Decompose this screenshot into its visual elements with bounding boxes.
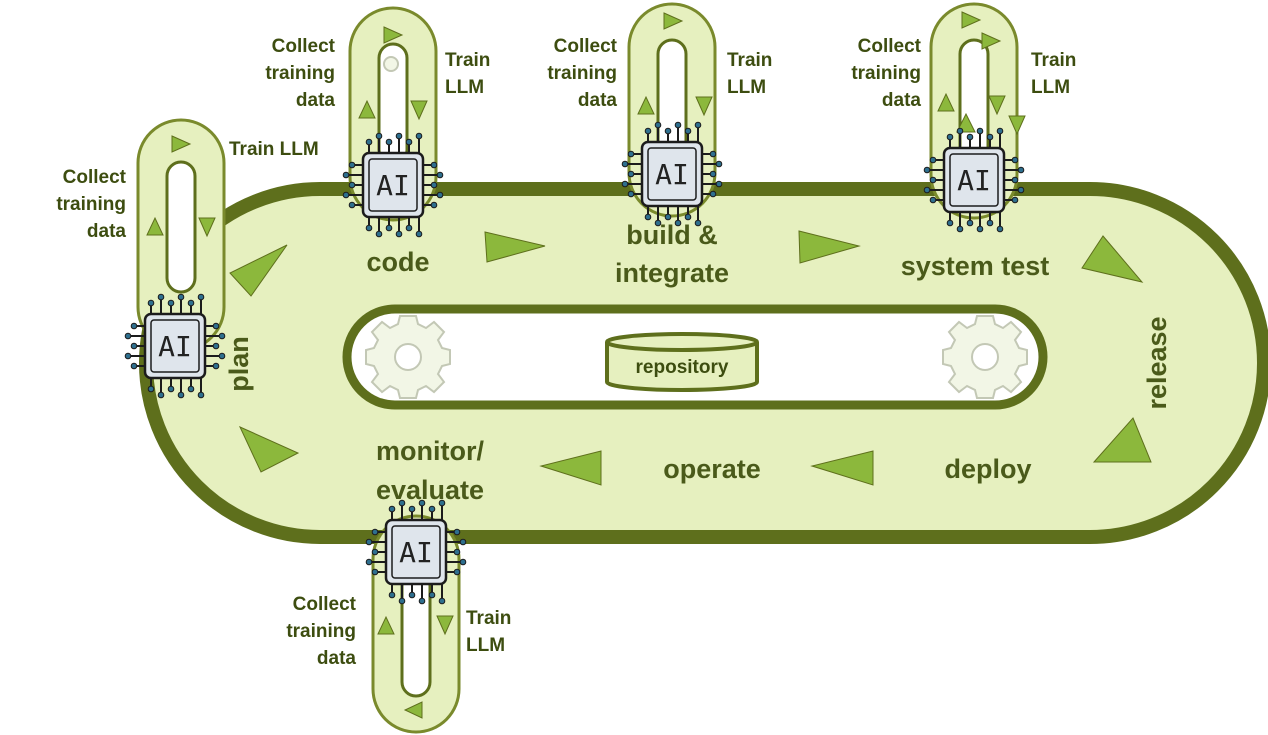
train-label-line1: Train — [727, 50, 772, 71]
collect-label-line1: Collect — [272, 36, 336, 57]
arrow-icon — [988, 95, 1006, 116]
train-label-line1: Train — [445, 50, 490, 71]
right-gear-icon — [942, 315, 1028, 399]
collect-label-line3: data — [87, 221, 127, 242]
arrow-icon — [146, 216, 164, 236]
arrow-icon — [937, 92, 955, 112]
arrow-icon — [539, 450, 602, 486]
arrow-icon — [377, 615, 395, 635]
collect-label-line2: training — [56, 194, 126, 215]
arrow-icon — [410, 100, 428, 121]
arrow-icon — [484, 231, 546, 263]
arrow-icon — [229, 244, 288, 297]
train-label-line2: LLM — [727, 77, 766, 98]
stage-release: release — [1142, 316, 1172, 409]
chip-label: AI — [376, 169, 410, 202]
left-gear-icon — [365, 315, 451, 399]
train-label-line1: Train — [1031, 50, 1076, 71]
collect-label-line1: Collect — [554, 36, 618, 57]
arrow-icon — [198, 217, 216, 238]
stage-monitor-line1: monitor/ — [376, 436, 484, 466]
arrow-icon — [403, 701, 423, 719]
collect-label-line3: data — [296, 90, 336, 111]
collect-label-line1: Collect — [293, 594, 357, 615]
collect-label-line1: Collect — [63, 167, 127, 188]
arrow-icon — [1092, 417, 1152, 463]
train-label-line2: LLM — [466, 635, 505, 656]
stage-system-test: system test — [901, 251, 1050, 281]
collect-label-line2: training — [265, 63, 335, 84]
arrow-icon — [1008, 115, 1026, 136]
arrow-icon — [798, 230, 861, 264]
train-label-line1: Train — [466, 608, 511, 629]
repository-icon — [605, 332, 759, 392]
train-label-line2: LLM — [1031, 77, 1070, 98]
stage-monitor-line2: evaluate — [376, 475, 484, 505]
collect-label-line3: data — [317, 648, 357, 669]
stage-build-line1: build & — [626, 220, 717, 250]
arrow-icon — [637, 95, 655, 115]
chip-label: AI — [158, 330, 192, 363]
repository-label: repository — [636, 357, 729, 378]
arrow-icon — [358, 99, 376, 119]
stage-deploy: deploy — [944, 454, 1031, 484]
stage-code: code — [366, 247, 429, 277]
stage-plan: plan — [224, 336, 254, 392]
small-gear-icon — [383, 56, 399, 72]
arrow-icon — [810, 450, 874, 486]
ai-loop-plan: AI Collect training data Train LLM — [56, 118, 319, 400]
collect-label-line1: Collect — [858, 36, 922, 57]
arrow-icon — [1081, 235, 1144, 283]
arrow-icon — [956, 112, 976, 133]
arrow-icon — [171, 135, 192, 153]
arrow-icon — [663, 12, 684, 30]
collect-label-line2: training — [547, 63, 617, 84]
ai-loop-code: AI Collect training data Train LLM — [265, 6, 490, 239]
stage-operate: operate — [663, 454, 761, 484]
arrow-icon — [981, 32, 1002, 50]
arrow-icon — [383, 26, 404, 44]
arrow-icon — [238, 425, 300, 473]
arrow-icon — [961, 11, 982, 29]
ai-loop-monitor: AI Collect training data Train LLM — [286, 498, 511, 734]
collect-label-line2: training — [286, 621, 356, 642]
collect-label-line3: data — [578, 90, 618, 111]
ai-loop-build: AI Collect training data Train LLM — [547, 2, 772, 228]
collect-label-line2: training — [851, 63, 921, 84]
flow-arrows — [229, 230, 1152, 486]
ai-loop-system-test: AI Collect training data Train LLM — [851, 2, 1076, 234]
chip-label: AI — [655, 158, 689, 191]
collect-label-line3: data — [882, 90, 922, 111]
stage-build-line2: integrate — [615, 258, 729, 288]
arrow-icon — [695, 96, 713, 117]
chip-label: AI — [399, 536, 433, 569]
train-label: Train LLM — [229, 139, 319, 160]
train-label-line2: LLM — [445, 77, 484, 98]
chip-label: AI — [957, 164, 991, 197]
arrow-icon — [436, 615, 454, 636]
